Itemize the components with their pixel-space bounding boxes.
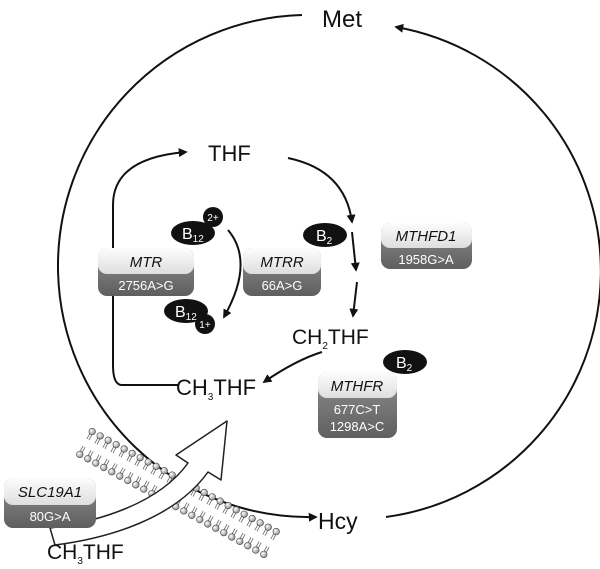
arrow-ch2thf-to-ch3thf [262, 351, 323, 384]
gene-box-mtrr: MTRR 66A>G [243, 248, 321, 296]
gene-variant-mtrr: 66A>G [262, 278, 303, 293]
ch3thf-external-label: CH3THF [47, 541, 124, 567]
thf-label: THF [208, 141, 251, 166]
svg-text:B2: B2 [396, 355, 413, 374]
arrow-mthfd1-step [350, 231, 360, 272]
charge-2plus: 2+ [207, 213, 219, 224]
cofactor-b2-mthfr: B2 [383, 350, 427, 374]
cycle-arc-right [385, 23, 600, 518]
svg-text:B12: B12 [182, 226, 204, 245]
gene-box-slc19a1: SLC19A1 80G>A [4, 478, 96, 528]
transport-arrow [49, 420, 228, 546]
gene-variant-mthfr-2: 1298A>C [330, 419, 385, 434]
gene-name-mtr: MTR [130, 254, 163, 271]
gene-variant-slc19a1: 80G>A [30, 509, 71, 524]
arrow-thf-to-ch2thf [287, 157, 356, 224]
arrow-b12-recycle [223, 229, 242, 319]
gene-box-mthfd1: MTHFD1 1958G>A [381, 223, 472, 269]
gene-variant-mtr: 2756A>G [118, 278, 173, 293]
hcy-label: Hcy [318, 508, 358, 534]
cofactor-b12-bottom: B12 1+ [164, 299, 215, 334]
svg-text:B2: B2 [316, 228, 333, 247]
cofactor-b2-mtrr: B2 [303, 223, 347, 247]
ch2thf-label: CH2THF [292, 326, 369, 352]
gene-name-mtrr: MTRR [260, 254, 303, 271]
gene-box-mtr: MTR 2756A>G [98, 248, 194, 296]
gene-name-mthfr: MTHFR [331, 378, 384, 395]
svg-text:B12: B12 [175, 304, 197, 323]
gene-variant-mthfd1: 1958G>A [398, 252, 454, 267]
charge-1plus: 1+ [199, 320, 211, 331]
arrow-to-ch2thf [349, 281, 359, 318]
gene-box-mthfr: MTHFR 677C>T 1298A>C [318, 372, 397, 438]
met-label: Met [322, 6, 362, 33]
cofactor-b12-top: B12 2+ [171, 207, 223, 245]
ch3thf-label: CH3THF [176, 375, 256, 403]
arrow-ch3thf-to-thf [112, 148, 188, 386]
gene-name-mthfd1: MTHFD1 [396, 228, 457, 245]
gene-variant-mthfr-1: 677C>T [334, 402, 381, 417]
folate-cycle-arrows [112, 148, 360, 386]
gene-name-slc19a1: SLC19A1 [18, 484, 82, 501]
